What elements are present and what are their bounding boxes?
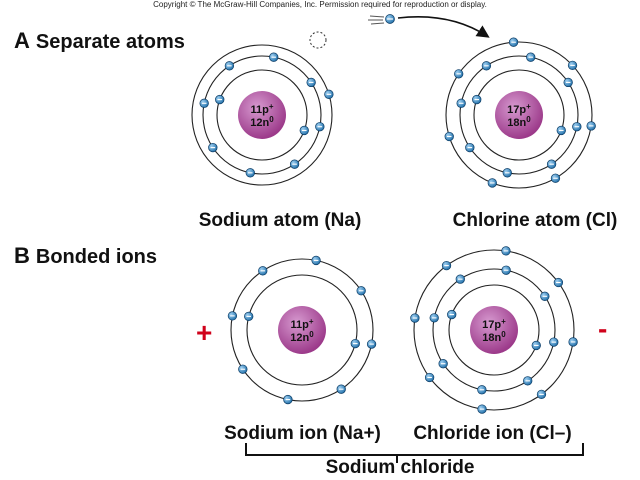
transfer-arrow [397,16,490,38]
sodium_atom-shell-1 [216,69,308,161]
chloride_ion-neutron-charge: 0 [501,330,506,339]
sodium_atom-shell-3 [191,44,333,186]
chlorine_atom-shell-1 [473,69,565,161]
chloride_ion-proton-charge: + [501,317,506,326]
sodium_atom-neutrons: 12n0 [250,115,274,129]
chlorine-atom-label: Chlorine atom (Cl) [452,210,618,231]
sodium_ion-protons: 11p+ [290,317,313,331]
section-b-title: Bonded ions [35,246,157,268]
sodium_ion-proton-charge: + [309,317,314,326]
sodium_atom-neutron-charge: 0 [269,115,274,124]
chloride_ion-nucleus [470,306,518,354]
chlorine_atom-neutrons: 18n0 [507,115,531,129]
sodium_ion-shell-1 [246,274,358,386]
sodium_ion-neutron-charge: 0 [309,330,314,339]
motion-lines [368,15,385,25]
section-b-letter: B [14,243,30,268]
chlorine_atom-neutron-charge: 0 [526,115,531,124]
sodium-atom-label: Sodium atom (Na) [198,210,362,231]
sodium_ion-nucleus [278,306,326,354]
sodium_atom-shell-2 [202,55,322,175]
sodium_atom-protons: 11p+ [250,102,273,116]
section-a-title: Separate atoms [35,31,185,53]
sodium_ion-shell-2 [230,258,374,402]
sodium-ion-label: Sodium ion (Na+) [224,423,381,444]
chlorine_atom-nucleus [495,91,543,139]
chloride_ion-shell-2 [432,268,556,392]
negative-charge-sign: - [598,313,608,344]
sodium_atom-proton-charge: + [269,102,274,111]
chloride_ion-neutrons: 18n0 [482,330,506,344]
chlorine_atom-protons: 17p+ [507,102,531,116]
chlorine_atom-shell-2 [459,55,579,175]
vacated-electron-spot [309,31,327,49]
chlorine_atom-shell-3 [445,41,593,189]
sodium_atom-nucleus [238,91,286,139]
section-a-letter: A [14,28,30,53]
compound-bracket [245,443,584,456]
chloride_ion-shell-3 [413,249,575,411]
copyright-notice: Copyright © The McGraw-Hill Companies, I… [153,0,487,9]
positive-charge-sign: + [196,317,213,348]
sodium_ion-neutrons: 12n0 [290,330,314,344]
sodium-chloride-label: Sodium chloride [325,457,475,478]
chloride_ion-protons: 17p+ [482,317,506,331]
chloride_ion-shell-1 [448,284,540,376]
chlorine_atom-proton-charge: + [526,102,531,111]
chloride-ion-label: Chloride ion (Cl–) [413,423,572,444]
